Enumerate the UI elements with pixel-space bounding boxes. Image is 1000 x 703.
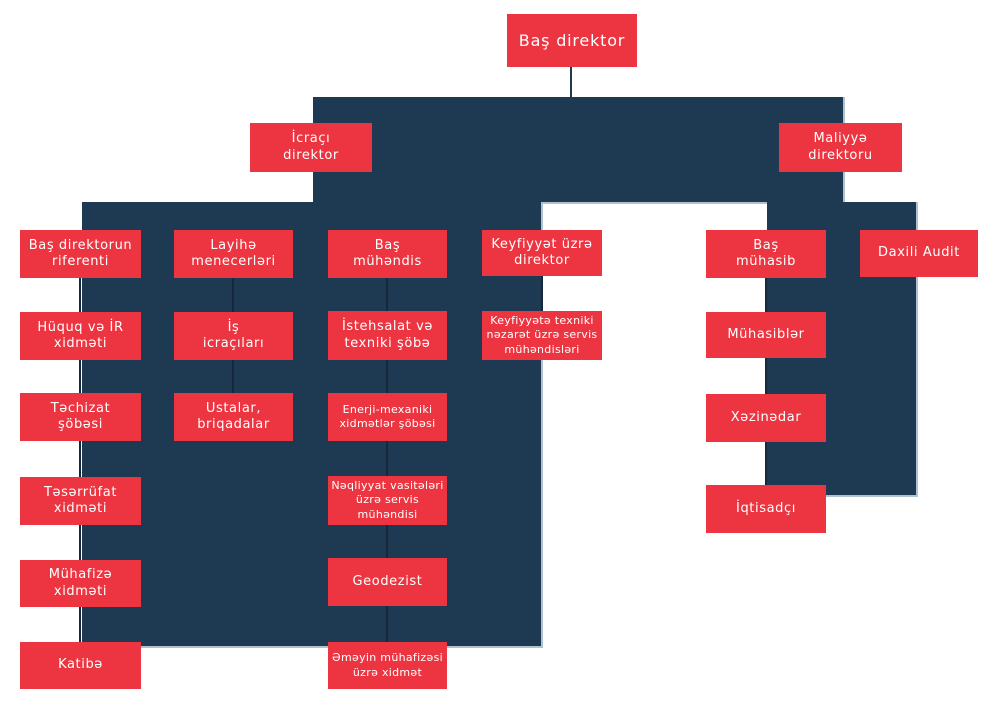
node-connector bbox=[541, 276, 543, 311]
org-node-huquq-ir: Hüquq və İR xidməti bbox=[20, 312, 141, 360]
org-node-ustalar-briqadalar: Ustalar, briqadalar bbox=[174, 393, 293, 441]
connector-band-top bbox=[313, 97, 843, 202]
org-node-neqliyyat-servis: Nəqliyyat vasitələri üzrə servis mühəndi… bbox=[328, 476, 447, 525]
node-connector bbox=[386, 525, 388, 558]
org-node-icraci-direktor: İcraçı direktor bbox=[250, 123, 372, 172]
org-node-bas-muhendis: Baş mühəndis bbox=[328, 230, 447, 278]
org-node-katibe: Katibə bbox=[20, 642, 141, 689]
node-connector bbox=[79, 607, 81, 642]
org-node-keyfiyyet-nezaret: Keyfiyyətə texniki nəzarət üzrə servis m… bbox=[482, 311, 602, 360]
org-node-enerji-mexaniki: Enerji-mexaniki xidmətlər şöbəsi bbox=[328, 393, 447, 441]
org-node-iqtisadci: İqtisadçı bbox=[706, 485, 826, 533]
org-node-xezinedar: Xəzinədar bbox=[706, 394, 826, 442]
org-node-maliyye-direktoru: Maliyyə direktoru bbox=[779, 123, 902, 172]
org-node-keyfiyyet-direktor: Keyfiyyət üzrə direktor bbox=[482, 230, 602, 276]
org-node-bas-direktor: Baş direktor bbox=[507, 14, 637, 67]
node-connector bbox=[386, 360, 388, 393]
org-node-istehsalat-texniki: İstehsalat və texniki şöbə bbox=[328, 311, 447, 360]
node-connector bbox=[765, 358, 767, 394]
node-connector bbox=[765, 278, 767, 312]
org-node-layihe-menecerleri: Layihə menecerləri bbox=[174, 230, 293, 278]
node-connector bbox=[79, 278, 81, 312]
org-node-teserrufat: Təsərrüfat xidməti bbox=[20, 477, 141, 525]
org-node-daxili-audit: Daxili Audit bbox=[860, 230, 978, 277]
org-node-geodezist: Geodezist bbox=[328, 558, 447, 606]
node-connector bbox=[386, 278, 388, 311]
node-connector bbox=[765, 442, 767, 485]
org-node-techizat: Təchizat şöbəsi bbox=[20, 393, 141, 441]
node-connector bbox=[79, 360, 81, 393]
root-connector-line bbox=[570, 67, 572, 98]
org-node-riferent: Baş direktorun riferenti bbox=[20, 230, 141, 278]
node-connector bbox=[232, 360, 234, 393]
node-connector bbox=[386, 441, 388, 476]
org-node-bas-muhasib: Baş mühasib bbox=[706, 230, 826, 278]
node-connector bbox=[232, 278, 234, 312]
org-node-muhasibler: Mühasiblər bbox=[706, 312, 826, 358]
org-node-muhafize: Mühafizə xidməti bbox=[20, 560, 141, 607]
connector-block-left bbox=[82, 202, 543, 648]
org-node-is-icracilari: İş icraçıları bbox=[174, 312, 293, 360]
node-connector bbox=[386, 606, 388, 642]
band-edge-bottom-gap bbox=[543, 202, 767, 204]
node-connector bbox=[79, 441, 81, 477]
node-connector bbox=[79, 525, 81, 560]
org-node-emeyin-muhafizesi: Əməyin mühafizəsi üzrə xidmət bbox=[328, 642, 447, 689]
